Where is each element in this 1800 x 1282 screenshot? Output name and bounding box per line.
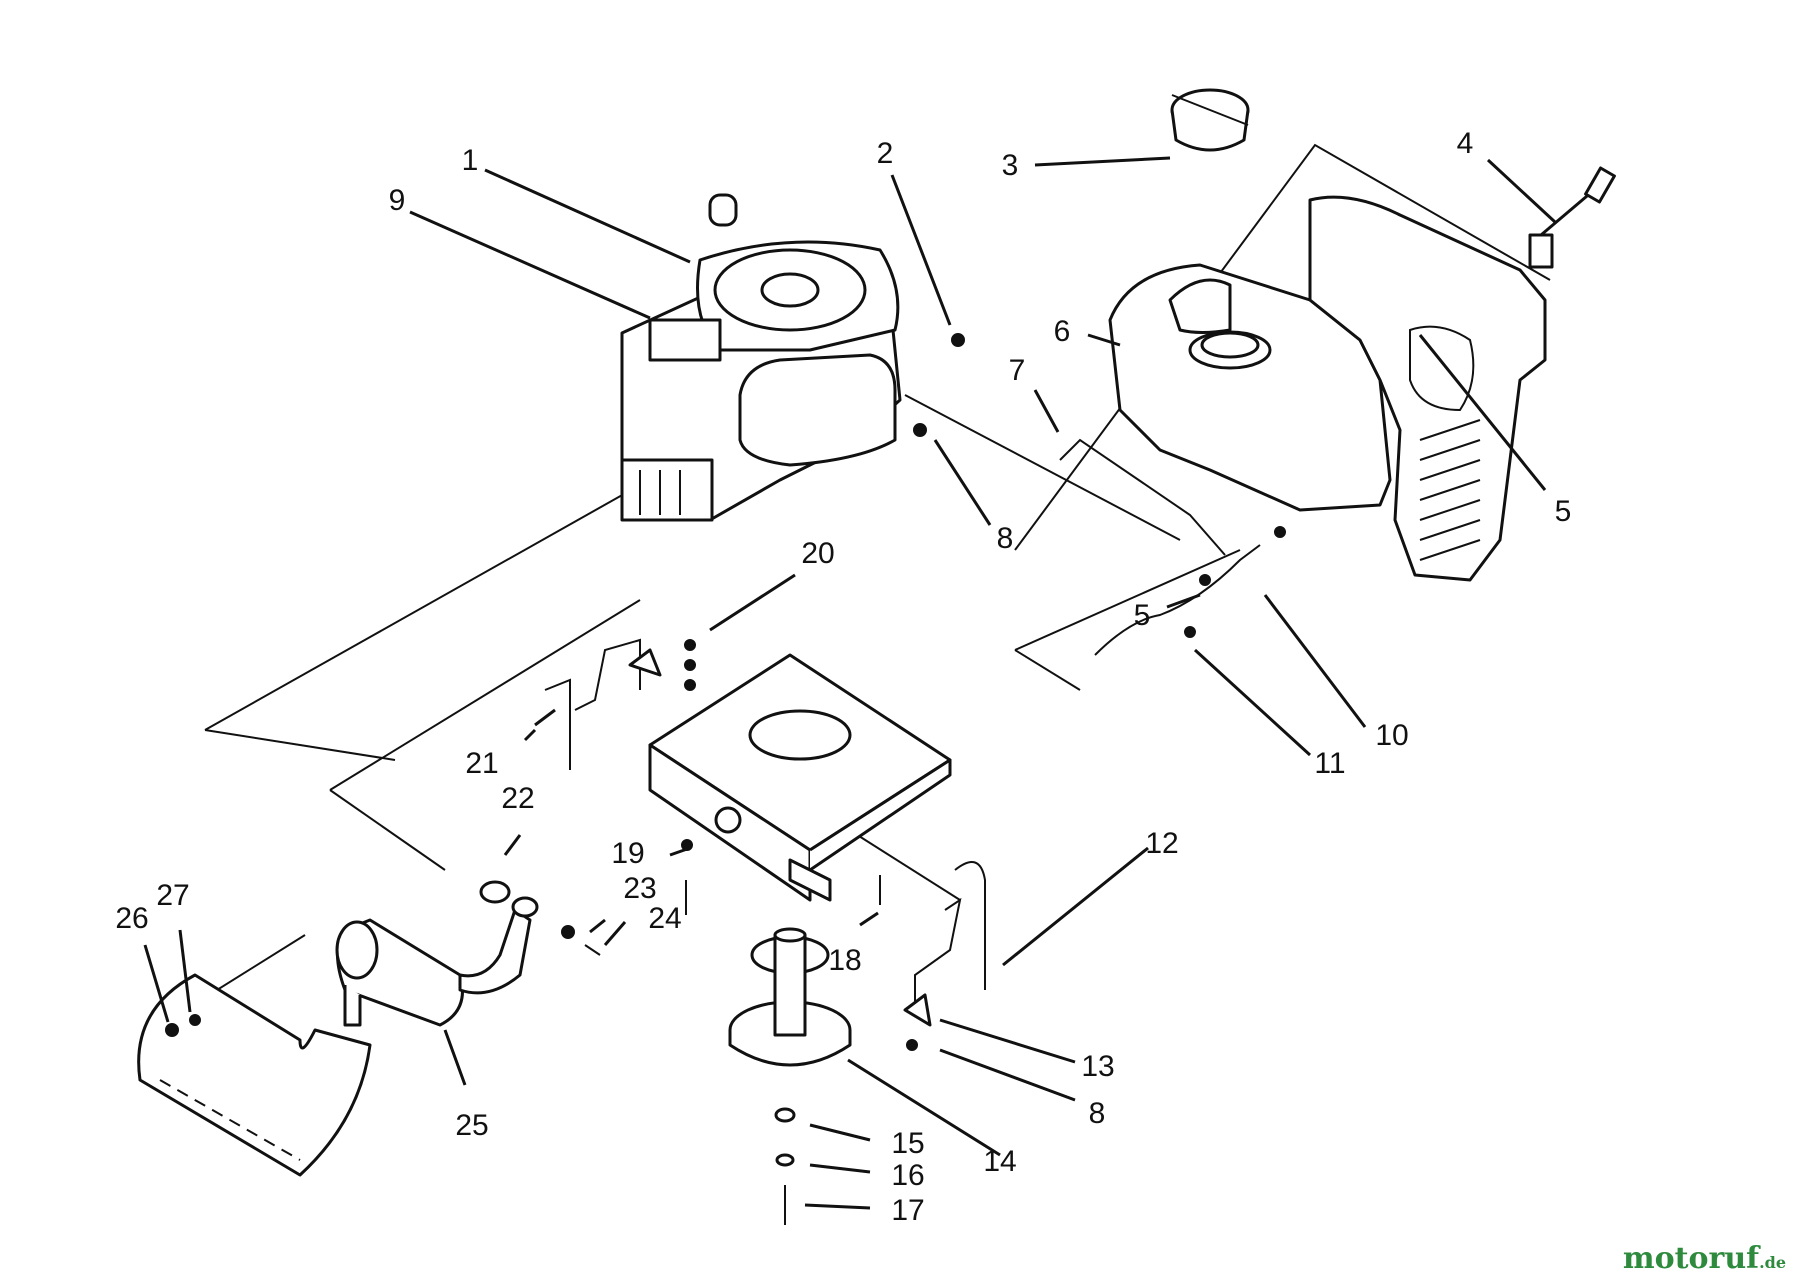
callout-12: 12	[1145, 827, 1178, 860]
watermark-logo: motoruf.de	[1623, 1241, 1786, 1276]
engine-mounting-plate	[648, 653, 952, 902]
assembly-guide-lines	[184, 143, 1551, 1011]
callout-22: 22	[501, 782, 534, 815]
callout-15: 15	[891, 1127, 924, 1160]
callout-5-upper: 5	[1555, 495, 1572, 528]
hardware	[165, 333, 1286, 1225]
callout-5-lower: 5	[1134, 599, 1151, 632]
callout-8-upper: 8	[997, 522, 1014, 555]
callout-24: 24	[648, 902, 681, 935]
watermark-main: motoruf	[1622, 1241, 1760, 1276]
callout-7: 7	[1009, 354, 1026, 387]
throttle-control	[1528, 166, 1616, 269]
callout-13: 13	[1081, 1050, 1114, 1083]
callout-4: 4	[1457, 127, 1474, 160]
callout-25: 25	[455, 1109, 488, 1142]
callout-19: 19	[611, 837, 644, 870]
callout-8-lower: 8	[1089, 1097, 1106, 1130]
fuel-line	[1059, 438, 1261, 656]
callout-23: 23	[623, 872, 656, 905]
fuel-tank	[1108, 263, 1392, 512]
callout-21: 21	[465, 747, 498, 780]
callout-labels: 1 2 3 4 5 5 6 7 8 8 9 10 11 12 13 14 15 …	[115, 127, 1571, 1227]
callout-2: 2	[877, 137, 894, 170]
engine-pulley	[728, 927, 852, 1067]
leader-lines	[143, 156, 1557, 1210]
callout-11: 11	[1314, 747, 1345, 780]
callout-16: 16	[891, 1159, 924, 1192]
callout-17: 17	[891, 1194, 924, 1227]
watermark-suffix: .de	[1759, 1253, 1786, 1272]
callout-9: 9	[389, 184, 406, 217]
callout-14: 14	[983, 1145, 1016, 1178]
callout-1: 1	[462, 144, 479, 177]
dash-console	[1308, 195, 1547, 582]
heat-shield	[137, 973, 372, 1177]
callout-20: 20	[801, 537, 834, 570]
callout-10: 10	[1375, 719, 1408, 752]
callout-26: 26	[115, 902, 148, 935]
belt-guides	[544, 638, 986, 1027]
fuel-cap	[1170, 88, 1250, 152]
callout-27: 27	[156, 879, 189, 912]
callout-18: 18	[828, 944, 861, 977]
callout-3: 3	[1002, 149, 1019, 182]
muffler	[335, 908, 532, 1027]
callout-6: 6	[1054, 315, 1071, 348]
engine	[620, 193, 902, 522]
